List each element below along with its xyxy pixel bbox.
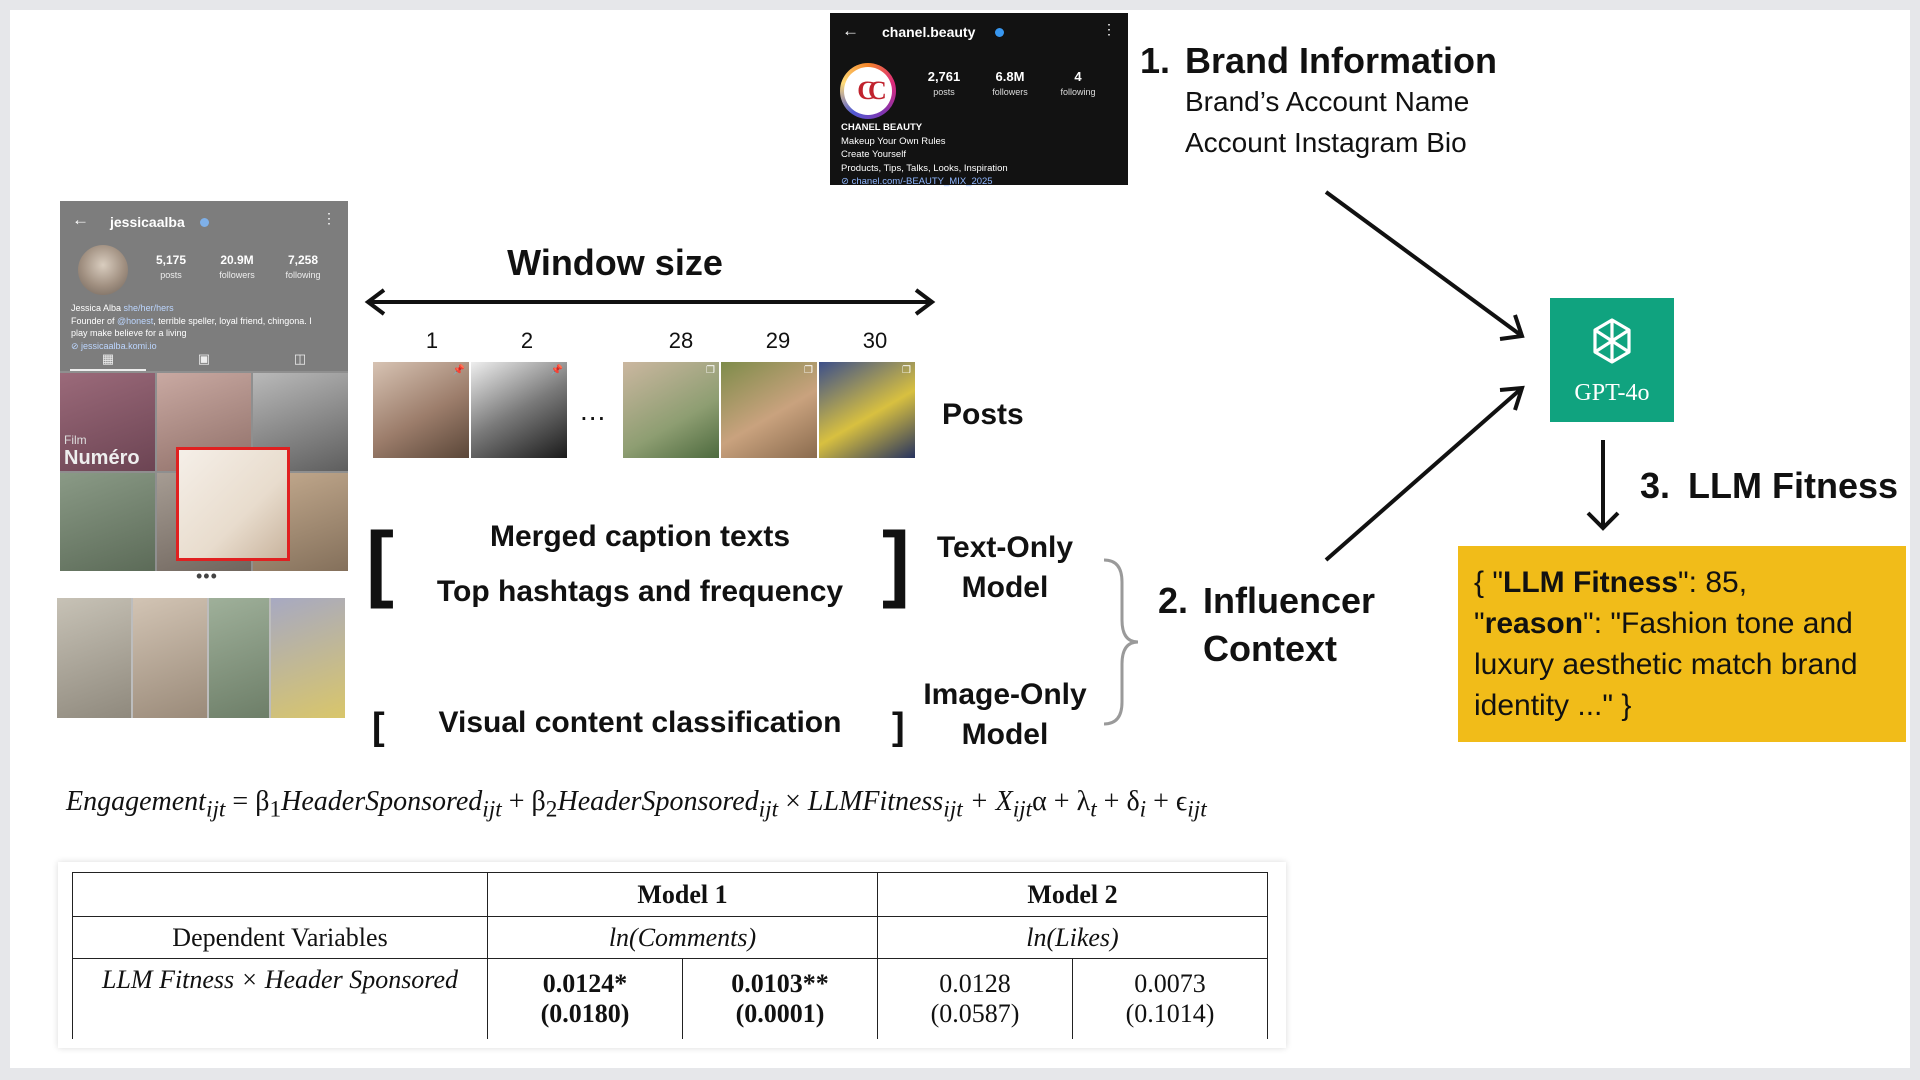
brand-link[interactable]: chanel.com/-BEAUTY_MIX_2025 bbox=[851, 176, 993, 187]
back-arrow-icon: ← bbox=[842, 21, 859, 40]
post-index-1: 1 bbox=[425, 328, 439, 353]
regression-table: Model 1 Model 2 Dependent Variables ln(C… bbox=[72, 872, 1268, 1039]
more-posts-dots: ••• bbox=[196, 566, 218, 586]
regression-equation: Engagementijt = β1HeaderSponsoredijt + β… bbox=[66, 786, 1207, 823]
tagged-tab-icon[interactable]: ◫ bbox=[293, 351, 307, 366]
pin-icon: 📌 bbox=[550, 365, 563, 376]
right-bracket-small: ] bbox=[892, 706, 905, 748]
step1-number: 1. bbox=[1140, 40, 1171, 81]
merged-captions-label: Merged caption texts bbox=[489, 520, 791, 553]
key-reason: reason bbox=[1484, 607, 1584, 640]
link-icon: ⊘ bbox=[841, 176, 852, 187]
gpt-label: GPT-4o bbox=[1574, 380, 1650, 406]
model1-header: Model 1 bbox=[487, 872, 878, 917]
carousel-icon: ❐ bbox=[902, 365, 911, 376]
link-icon: ⊘ bbox=[71, 340, 82, 351]
pin-icon: 📌 bbox=[452, 365, 465, 376]
coef-cell: 0.0103**(0.0001) bbox=[682, 958, 878, 1039]
posts-ellipsis: ... bbox=[580, 395, 607, 426]
brand-handle: chanel.beauty bbox=[882, 24, 976, 40]
dep-var-label: Dependent Variables bbox=[72, 916, 488, 959]
key-llm-fitness: LLM Fitness bbox=[1503, 566, 1679, 599]
top-hashtags-label: Top hashtags and frequency bbox=[436, 575, 844, 608]
influencer-bio: Jessica Alba she/her/hers Founder of @ho… bbox=[71, 303, 312, 351]
post-index-28: 28 bbox=[668, 328, 694, 353]
step2-number: 2. bbox=[1158, 580, 1189, 621]
regression-table-panel: Model 1 Model 2 Dependent Variables ln(C… bbox=[58, 862, 1286, 1048]
post-index-2: 2 bbox=[520, 328, 534, 353]
left-bracket: [ bbox=[366, 515, 394, 609]
model2-header: Model 2 bbox=[877, 872, 1268, 917]
dep-var-comments: ln(Comments) bbox=[487, 916, 878, 959]
post-thumbnail: ❐ bbox=[721, 362, 817, 458]
grid-tab-icon[interactable]: ▦ bbox=[101, 351, 115, 366]
window-size-arrow bbox=[364, 288, 936, 316]
step2-line2: Context bbox=[1203, 628, 1337, 669]
carousel-icon: ❐ bbox=[706, 365, 715, 376]
selected-post-highlight bbox=[176, 447, 290, 561]
posts-label: Posts bbox=[942, 398, 1024, 431]
step3-title: LLM Fitness bbox=[1688, 465, 1899, 506]
coef-cell: 0.0073(0.1014) bbox=[1072, 958, 1268, 1039]
more-menu-icon: ⋮ bbox=[1102, 21, 1116, 37]
influencer-handle: jessicaalba bbox=[110, 214, 185, 230]
verified-badge-icon bbox=[995, 28, 1004, 37]
back-arrow-icon: ← bbox=[72, 210, 89, 229]
post-thumbnail: ❐ bbox=[819, 362, 915, 458]
right-bracket: ] bbox=[882, 515, 910, 609]
dep-var-likes: ln(Likes) bbox=[877, 916, 1268, 959]
post-thumbnail: 📌 bbox=[471, 362, 567, 458]
step1-line1: Brand’s Account Name bbox=[1185, 86, 1470, 117]
curly-brace bbox=[1103, 558, 1139, 726]
grid-photo bbox=[60, 473, 155, 571]
visual-classification-label: Visual content classification bbox=[438, 706, 842, 739]
step2-line1: Influencer bbox=[1203, 580, 1376, 621]
step1-line2: Account Instagram Bio bbox=[1185, 127, 1467, 158]
flow-arrows bbox=[1324, 190, 1620, 562]
more-menu-icon: ⋮ bbox=[322, 210, 336, 226]
post-index-29: 29 bbox=[765, 328, 791, 353]
coef-cell: 0.0124*(0.0180) bbox=[487, 958, 683, 1039]
left-bracket-small: [ bbox=[372, 706, 385, 748]
reels-tab-icon[interactable]: ▣ bbox=[197, 351, 211, 366]
carousel-icon: ❐ bbox=[804, 365, 813, 376]
post-index-30: 30 bbox=[862, 328, 888, 353]
llm-output-box: { "LLM Fitness": 85, "reason": "Fashion … bbox=[1458, 546, 1906, 742]
openai-logo-icon bbox=[1593, 318, 1631, 364]
post-thumbnail: 📌 bbox=[373, 362, 469, 458]
interaction-term-label: LLM Fitness × Header Sponsored bbox=[72, 958, 488, 1039]
verified-badge-icon bbox=[200, 218, 209, 227]
avatar bbox=[78, 245, 128, 295]
gpt-4o-box: GPT-4o bbox=[1550, 298, 1674, 422]
step1-title: Brand Information bbox=[1185, 40, 1497, 81]
grid-photo: Film Numéro bbox=[60, 373, 155, 471]
influencer-more-posts bbox=[57, 598, 345, 718]
step3-number: 3. bbox=[1640, 465, 1671, 506]
chanel-logo: CC bbox=[840, 63, 896, 119]
brand-bio: CHANEL BEAUTY Makeup Your Own Rules Crea… bbox=[841, 122, 1008, 187]
window-size-label: Window size bbox=[507, 242, 723, 283]
coef-cell: 0.0128(0.0587) bbox=[877, 958, 1073, 1039]
post-thumbnail: ❐ bbox=[623, 362, 719, 458]
